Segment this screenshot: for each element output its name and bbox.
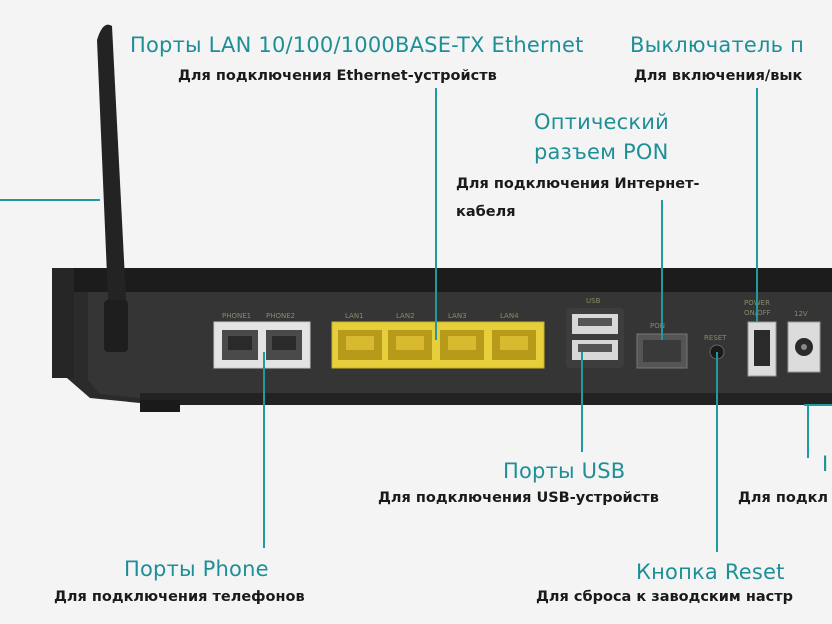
- reset-label: RESET: [704, 334, 727, 342]
- lan-ports-title: Порты LAN 10/100/1000BASE-TX Ethernet: [130, 33, 584, 57]
- usb-label: USB: [586, 297, 601, 305]
- pon-title-line1: Оптический: [534, 110, 669, 134]
- phone-title: Порты Phone: [124, 557, 269, 581]
- power-switch-desc: Для включения/вык: [634, 68, 802, 84]
- phone2-label: PHONE2: [266, 312, 295, 320]
- power-in-desc: Для подкл: [738, 490, 828, 506]
- phone-desc: Для подключения телефонов: [54, 589, 305, 605]
- lan3-label: LAN3: [448, 312, 467, 320]
- power-in-title: I: [822, 452, 828, 476]
- reset-desc: Для сброса к заводским настр: [536, 589, 793, 605]
- usb-title: Порты USB: [503, 459, 625, 483]
- pon-title-line2: разъем PON: [534, 140, 669, 164]
- lan-ports-desc: Для подключения Ethernet-устройств: [178, 68, 497, 84]
- lan4-label: LAN4: [500, 312, 519, 320]
- power-switch-title: Выключатель п: [630, 33, 804, 57]
- dc-label: 12V: [794, 310, 808, 318]
- lan1-label: LAN1: [345, 312, 364, 320]
- usb-desc: Для подключения USB-устройств: [378, 490, 659, 506]
- phone1-label: PHONE1: [222, 312, 251, 320]
- pon-desc-line1: Для подключения Интернет-: [456, 176, 700, 192]
- reset-title: Кнопка Reset: [636, 560, 785, 584]
- pon-desc-line2: кабеля: [456, 204, 516, 220]
- lan2-label: LAN2: [396, 312, 415, 320]
